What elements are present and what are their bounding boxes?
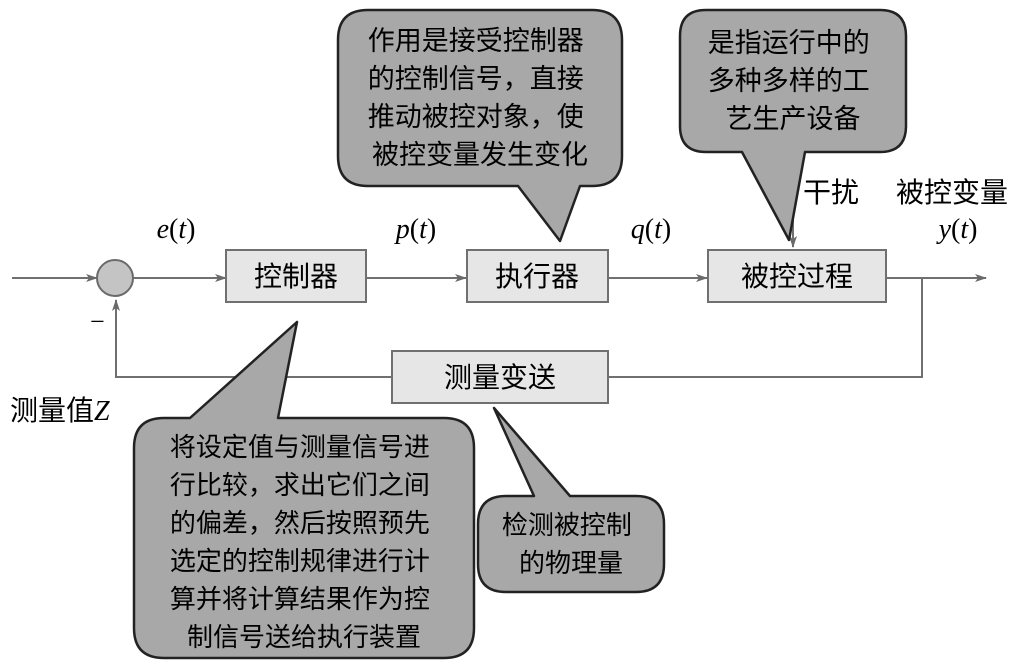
process-note-line: 艺生产设备 (726, 104, 861, 135)
transmitter-note-line: 检测被控制 (502, 511, 632, 541)
process-callout-text: 是指运行中的 多种多样的工 艺生产设备 (708, 28, 879, 135)
controller-callout: 将设定值与测量信号进 行比较，求出它们之间 的偏差，然后按照预先 选定的控制规律… (132, 320, 476, 660)
actuator-block: 执行器 (466, 249, 609, 303)
signal-label-e-t: t (178, 214, 187, 245)
transmitter-note-line: 的物理量 (519, 549, 623, 579)
controller-note-line: 算并将计算结果作为控 (170, 585, 430, 615)
measured-value-label: 测量值Z (10, 394, 110, 427)
signal-label-y: y(t) (936, 214, 978, 245)
disturbance-label: 干扰 (803, 176, 859, 209)
transmitter-callout: 检测被控制 的物理量 (476, 406, 666, 594)
controller-note-line: 选定的控制规律进行计 (170, 547, 430, 577)
controlled-variable-label: 被控变量 (896, 176, 1008, 209)
signal-label-p-t: t (419, 214, 428, 245)
minus-sign: − (90, 307, 105, 336)
signal-label-e-var: e (157, 214, 169, 245)
controller-callout-text: 将设定值与测量信号进 行比较，求出它们之间 的偏差，然后按照预先 选定的控制规律… (170, 433, 438, 653)
actuator-note-line: 作用是接受控制器 (368, 26, 584, 57)
signal-label-y-close: ) (968, 214, 977, 245)
signal-label-y-t: t (960, 214, 969, 245)
signal-label-y-open: ( (951, 214, 960, 245)
summing-junction (96, 259, 134, 297)
actuator-callout: 作用是接受控制器 的控制信号，直接 推动被控对象，使 被控变量发生变化 (336, 8, 624, 243)
controller-block: 控制器 (225, 249, 367, 303)
signal-label-q-var: q (631, 214, 645, 245)
actuator-note-line: 推动被控对象，使 (368, 102, 584, 133)
controller-label: 控制器 (254, 260, 338, 293)
process-block: 被控过程 (707, 249, 887, 303)
signal-label-p-open: ( (410, 214, 419, 245)
signal-label-e-close: ) (186, 214, 195, 245)
process-note-line: 多种多样的工 (708, 66, 870, 97)
signal-label-p: p(t) (394, 214, 436, 245)
controller-note-line: 行比较，求出它们之间 (170, 471, 430, 501)
transmitter-label: 测量变送 (444, 361, 556, 394)
controller-note-line: 制信号送给执行装置 (187, 623, 421, 653)
signal-label-p-var: p (394, 214, 410, 245)
feedback-line-right (608, 278, 923, 378)
controller-note-line: 的偏差，然后按照预先 (170, 509, 430, 539)
signal-label-p-close: ) (427, 214, 436, 245)
process-note-line: 是指运行中的 (708, 28, 870, 59)
feedback-line-left (112, 299, 392, 378)
signal-label-e: e(t) (157, 214, 196, 245)
actuator-note-line: 的控制信号，直接 (368, 64, 584, 95)
measured-value-symbol: Z (94, 396, 110, 427)
signal-lines (12, 176, 987, 378)
transmitter-callout-text: 检测被控制 的物理量 (502, 511, 640, 579)
measured-value-text: 测量值 (10, 394, 94, 427)
actuator-note-line: 被控变量发生变化 (372, 140, 588, 171)
signal-label-q-open: ( (645, 214, 654, 245)
signal-label-q-t: t (654, 214, 663, 245)
actuator-label: 执行器 (495, 260, 579, 293)
signal-label-q: q(t) (631, 214, 671, 245)
signal-label-y-var: y (936, 214, 952, 245)
signal-label-q-close: ) (662, 214, 671, 245)
transmitter-block: 测量变送 (391, 350, 609, 404)
process-callout: 是指运行中的 多种多样的工 艺生产设备 (678, 8, 908, 242)
signal-label-e-open: ( (169, 214, 178, 245)
actuator-callout-text: 作用是接受控制器 的控制信号，直接 推动被控对象，使 被控变量发生变化 (368, 26, 593, 171)
process-label: 被控过程 (741, 260, 853, 293)
controller-note-line: 将设定值与测量信号进 (170, 433, 430, 463)
